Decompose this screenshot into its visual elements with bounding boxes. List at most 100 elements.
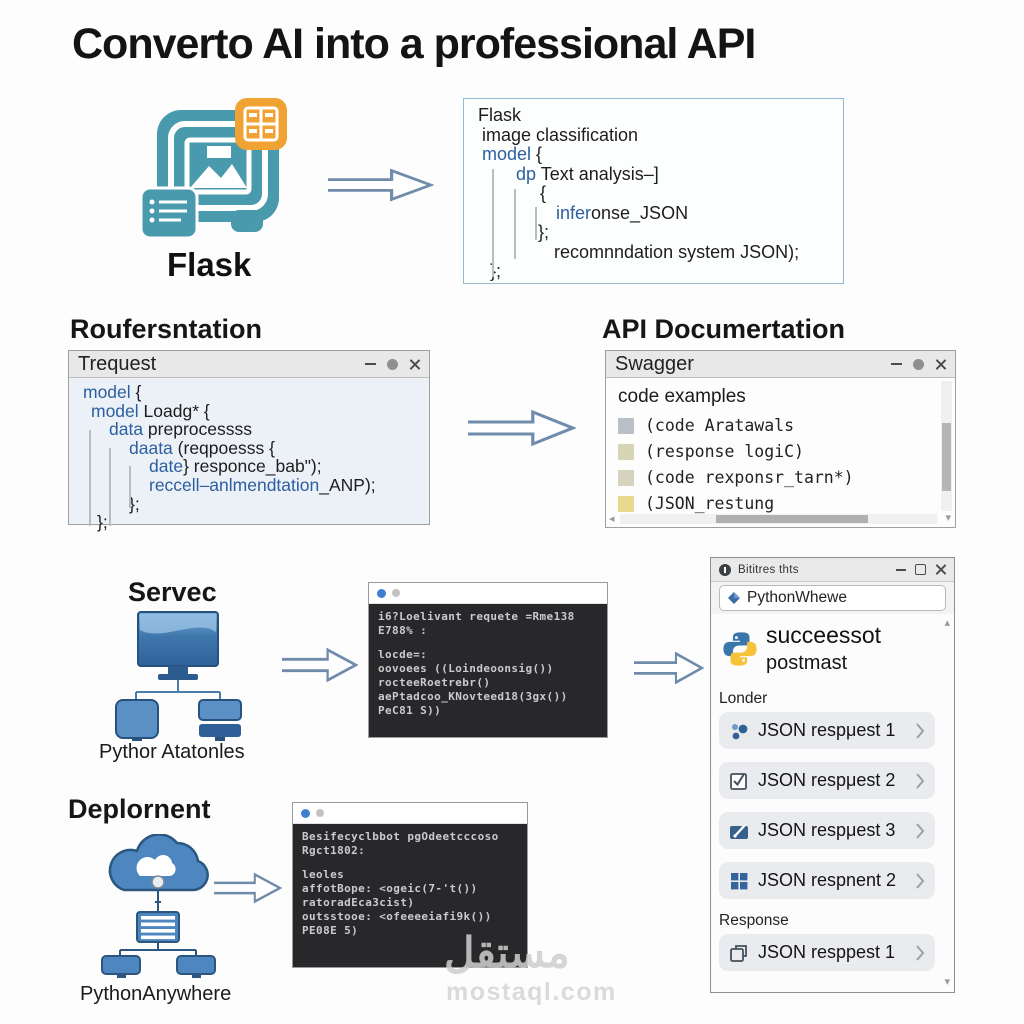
arrow-right-icon — [282, 647, 358, 683]
terminal-line: Besifecyclbbot pgOdeetcccoso — [302, 830, 499, 843]
swagger-window-title: Swagger — [615, 352, 694, 375]
server-terminal-window: i6?Loelivant requete =Rme138 E788% : loc… — [368, 582, 608, 738]
chevron-right-icon — [916, 722, 925, 739]
window-dot-icon — [392, 589, 400, 597]
edit-icon — [730, 823, 748, 839]
minimize-icon[interactable] — [896, 568, 906, 571]
docs-section-heading: API Documertation — [602, 314, 846, 344]
indent-guide — [492, 169, 494, 277]
maximize-icon[interactable] — [915, 564, 926, 575]
scrollbar-thumb[interactable] — [716, 515, 868, 523]
terminal-line: leoles — [302, 868, 345, 881]
chevron-right-icon — [916, 872, 925, 889]
code-line: recomnndation system JSON); — [554, 241, 800, 262]
chevron-right-icon — [916, 944, 925, 961]
horizontal-scrollbar[interactable] — [620, 514, 937, 524]
response-group-label: Response — [719, 912, 789, 929]
close-icon[interactable] — [935, 359, 946, 370]
list-item: (code Aratawals — [618, 416, 943, 435]
scroll-left-icon[interactable]: ◂ — [609, 513, 615, 525]
indent-guide — [89, 430, 91, 526]
vertical-scrollbar[interactable] — [941, 381, 952, 511]
cloud-server-diagram-icon — [101, 834, 216, 978]
server-caption: Pythor Atatonles — [99, 741, 245, 763]
scroll-up-icon[interactable]: ▴ — [944, 617, 950, 629]
panel-title: Bititres thts — [738, 563, 799, 576]
json-request-item[interactable]: JSON respμest 2 — [719, 762, 935, 799]
copy-icon — [730, 944, 747, 962]
server-section-heading: Servec — [128, 577, 217, 607]
code-line: model { — [83, 382, 142, 402]
diamond-icon — [728, 592, 740, 604]
request-window-titlebar: Trequest — [69, 351, 429, 378]
address-row: PythonWhewe — [711, 582, 954, 614]
close-icon[interactable] — [409, 359, 420, 370]
scroll-down-icon[interactable]: ▾ — [944, 976, 950, 988]
json-request-item[interactable]: JSON respμest 3 — [719, 812, 935, 849]
maximize-icon[interactable] — [387, 358, 398, 370]
arrow-right-icon — [468, 409, 576, 447]
code-line: daata (reqpoesss { — [129, 437, 275, 458]
maximize-icon[interactable] — [913, 358, 924, 370]
request-window-title: Trequest — [78, 352, 157, 375]
checkbox-icon — [730, 772, 747, 790]
watermark-latin: mostaql.com — [446, 978, 617, 1006]
swagger-window: Swagger code examples (code Aratawals (r… — [605, 350, 956, 528]
code-swatch-icon — [618, 469, 634, 486]
indent-guide — [129, 466, 131, 508]
request-section-heading: Roufersntation — [70, 314, 262, 344]
terminal-line: Rgct1802: — [302, 844, 366, 857]
flask-caption: Flask — [167, 246, 252, 283]
swagger-body: code examples (code Aratawals (response … — [606, 378, 955, 527]
panel-content: ▴ succeessot postmast Londer JSON respμe… — [711, 614, 954, 992]
code-line: image classification — [482, 124, 639, 145]
deploy-terminal-window: Besifecyclbbot pgOdeetcccoso Rgct1802: l… — [292, 802, 528, 968]
minimize-icon[interactable] — [891, 363, 902, 365]
terminal-line: affotBope: <ogeic(7-'t()) — [302, 882, 478, 895]
terminal-line: PE08E 5) — [302, 924, 359, 937]
page-title: Converto AI into a professional API — [72, 20, 756, 68]
list-item: (response logiC) — [618, 442, 943, 461]
code-line: data preprocessss — [109, 419, 252, 440]
swagger-window-titlebar: Swagger — [606, 351, 955, 378]
code-line: model Loadg* { — [91, 400, 210, 421]
indent-guide — [514, 189, 516, 259]
app-icon — [719, 563, 731, 576]
code-line: dp Text analysis–] — [516, 163, 659, 184]
code-line: reccell–anlmendtation_ANP); — [149, 474, 376, 495]
code-line: { — [540, 183, 547, 203]
code-line: }; — [129, 493, 140, 514]
terminal-line: locde=: — [378, 648, 428, 661]
server-diagram-icon — [115, 611, 242, 741]
status-line: succeessot — [766, 622, 882, 648]
requests-group-label: Londer — [719, 690, 768, 707]
minimize-icon[interactable] — [365, 363, 376, 365]
grid-icon — [731, 872, 748, 889]
request-window: Trequest model { model Loadg* { data pre… — [68, 350, 430, 531]
terminal-line: E788% : — [378, 624, 428, 637]
code-line: model { — [482, 144, 543, 164]
list-item: (code rexponsr_tarn*) — [618, 468, 943, 487]
deploy-section-heading: Deplornent — [68, 794, 211, 824]
json-request-item[interactable]: JSON respμest 1 — [719, 712, 935, 749]
swagger-intro: code examples — [618, 386, 746, 407]
terminal-output: Besifecyclbbot pgOdeetcccoso Rgct1802: l… — [293, 824, 527, 944]
panel-titlebar: Bititres thts — [711, 558, 954, 582]
terminal-line: aePtadcoo_KNovteed18(3gx()) — [378, 690, 568, 703]
terminal-line: ratoradEca3cist) — [302, 896, 415, 909]
scrollbar-thumb[interactable] — [942, 423, 951, 491]
address-input[interactable]: PythonWhewe — [719, 585, 946, 611]
terminal-titlebar — [293, 803, 527, 824]
arrow-right-icon — [214, 872, 282, 904]
python-logo-icon — [723, 632, 757, 666]
flask-code-window: Flask image classification model { dp Te… — [463, 98, 844, 284]
arrow-right-icon — [634, 651, 704, 685]
scroll-down-icon[interactable]: ▾ — [945, 512, 951, 524]
indent-guide — [535, 207, 537, 240]
code-line: Flask — [478, 105, 522, 125]
close-icon[interactable] — [935, 564, 946, 575]
code-swatch-icon — [618, 443, 634, 460]
terminal-line: oovoees ((Loindeoonsig()) — [378, 662, 554, 675]
json-response-item[interactable]: JSON resppest 1 — [719, 934, 935, 971]
json-request-item[interactable]: JSON respnent 2 — [719, 862, 935, 899]
